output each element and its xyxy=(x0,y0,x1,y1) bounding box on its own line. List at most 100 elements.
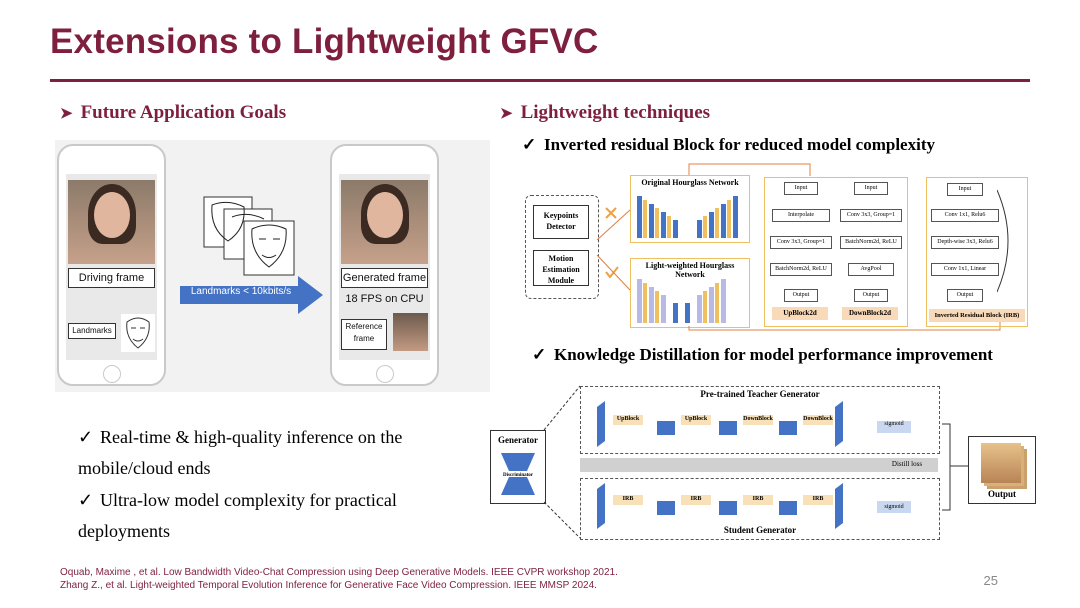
hourglass-bars-icon xyxy=(637,279,726,323)
landmark-sketches-icon xyxy=(203,196,295,276)
keypoints-detector-box: Keypoints Detector xyxy=(533,205,589,239)
irb-step: Input xyxy=(947,183,983,196)
checkmark-icon: ✓ xyxy=(522,135,537,154)
teacher-label: Pre-trained Teacher Generator xyxy=(700,389,820,399)
student-label: Student Generator xyxy=(723,525,797,535)
application-figure: Driving frame Landmarks Landmarks < 10kb… xyxy=(55,140,490,392)
transmission-arrow-icon xyxy=(180,276,323,314)
irb-box: Input Conv 1x1, Relu6 Depth-wise 3x3, Re… xyxy=(926,177,1028,327)
checkmark-icon: ✓ xyxy=(78,490,94,510)
downblock-step: AvgPool xyxy=(848,263,894,276)
subheading-kd-text: Knowledge Distillation for model perform… xyxy=(554,345,993,364)
references: Oquab, Maxime , et al. Low Bandwidth Vid… xyxy=(60,566,618,592)
irb-label: IRB xyxy=(622,496,634,502)
driving-face-image xyxy=(68,180,155,264)
page-number: 25 xyxy=(983,573,998,588)
irb-step: Conv 1x1, Linear xyxy=(931,263,999,276)
hourglass-bars-icon xyxy=(637,196,738,238)
bullet-1: ✓Real-time & high-quality inference on t… xyxy=(78,422,458,484)
student-box: IRB IRB IRB IRB sigmoid Student Generato… xyxy=(580,478,940,540)
kd-connectors xyxy=(543,385,968,539)
slide-title: Extensions to Lightweight GFVC xyxy=(50,22,599,61)
kp-group xyxy=(525,195,599,299)
generated-phone: Generated frame 18 FPS on CPU Reference … xyxy=(330,144,439,386)
landmark-face-icon xyxy=(121,314,155,352)
upblock-step: BatchNorm2d, ReLU xyxy=(770,263,832,276)
irb-step: Depth-wise 3x3, Relu6 xyxy=(931,236,999,249)
output-face-image xyxy=(981,443,1021,483)
light-hourglass-box: Light-weighted Hourglass Network xyxy=(630,258,750,328)
subheading-irb-text: Inverted residual Block for reduced mode… xyxy=(544,135,935,154)
generated-frame-label: Generated frame xyxy=(341,268,428,288)
downblock-label: DownBlock xyxy=(803,416,833,422)
sigmoid-label: sigmoid xyxy=(884,421,904,427)
student-blocks xyxy=(597,483,911,529)
upblock-step: Output xyxy=(784,289,818,302)
landmarks-label: Landmarks xyxy=(68,323,116,339)
generator-hourglass-icon xyxy=(501,453,535,495)
left-heading-text: Future Application Goals xyxy=(80,102,287,123)
downblock-label: DownBlock xyxy=(743,416,773,422)
irb-label: IRB xyxy=(752,496,764,502)
reference-2: Zhang Z., et al. Light-weighted Temporal… xyxy=(60,580,597,591)
irb-label: IRB xyxy=(690,496,702,502)
kd-diagram: Generator Discriminator Pre-trained Teac… xyxy=(488,382,1038,542)
irb-label: IRB xyxy=(812,496,824,502)
downblock-step: Input xyxy=(854,182,888,195)
home-button-icon xyxy=(103,365,121,383)
discriminator-label: Discriminator xyxy=(503,473,533,478)
distill-band: Distill loss xyxy=(580,458,938,472)
reference-frame-label: Reference frame xyxy=(341,319,387,350)
upblock-label: UpBlock xyxy=(616,416,640,422)
distill-label: Distill loss xyxy=(891,460,923,468)
irb-diagram: Keypoints Detector Motion Estimation Mod… xyxy=(520,160,1030,332)
original-hourglass-title: Original Hourglass Network xyxy=(641,178,739,187)
fps-text: 18 FPS on CPU xyxy=(345,293,424,305)
checkmark-icon: ✓ xyxy=(78,427,94,447)
downblock-step: BatchNorm2d, ReLU xyxy=(840,236,902,249)
right-heading-text: Lightweight techniques xyxy=(520,102,711,123)
upblock-label: UpBlock xyxy=(684,416,708,422)
teacher-box: Pre-trained Teacher Generator UpBlock Up… xyxy=(580,386,940,454)
irb-name: Inverted Residual Block (IRB) xyxy=(929,309,1025,322)
output-box: Output xyxy=(968,436,1036,504)
upblock-step: Input xyxy=(784,182,818,195)
arrow-bullet-icon: ➤ xyxy=(60,106,73,122)
title-divider xyxy=(50,79,1030,82)
downblock-step: Conv 3x3, Group=1 xyxy=(840,209,902,222)
bullet-1-text: Real-time & high-quality inference on th… xyxy=(78,427,403,478)
upblock-step: Interpolate xyxy=(772,209,830,222)
original-hourglass-box: Original Hourglass Network xyxy=(630,175,750,243)
generator-box: Generator Discriminator xyxy=(490,430,546,504)
bullet-2-text: Ultra-low model complexity for practical… xyxy=(78,490,397,541)
downblock-name: DownBlock2d xyxy=(842,307,898,320)
phone-screen: Generated frame 18 FPS on CPU Reference … xyxy=(339,174,430,360)
generator-label: Generator xyxy=(498,435,538,445)
downblock-step: Output xyxy=(854,289,888,302)
home-button-icon xyxy=(376,365,394,383)
up-down-block-box xyxy=(764,177,908,327)
checkmark-icon: ✓ xyxy=(532,345,547,364)
diagram-connectors xyxy=(596,163,1001,331)
subheading-irb: ✓ Inverted residual Block for reduced mod… xyxy=(522,135,935,155)
reference-face-image xyxy=(393,313,428,351)
reference-1: Oquab, Maxime , et al. Low Bandwidth Vid… xyxy=(60,567,618,578)
upblock-name: UpBlock2d xyxy=(772,307,828,320)
driving-phone: Driving frame Landmarks xyxy=(57,144,166,386)
teacher-blocks xyxy=(597,401,911,447)
arrow-bullet-icon: ➤ xyxy=(500,106,513,122)
irb-step: Conv 1x1, Relu6 xyxy=(931,209,999,222)
cross-check-icons xyxy=(605,207,619,279)
irb-step: Output xyxy=(947,289,983,302)
arrow-label: Landmarks < 10kbits/s xyxy=(190,286,292,297)
light-hourglass-title: Light-weighted Hourglass Network xyxy=(645,261,735,279)
bullet-2: ✓Ultra-low model complexity for practica… xyxy=(78,485,458,547)
subheading-kd: ✓ Knowledge Distillation for model perfor… xyxy=(532,345,993,365)
generated-face-image xyxy=(341,180,428,264)
right-heading: ➤ Lightweight techniques xyxy=(500,102,710,124)
output-label: Output xyxy=(987,489,1016,499)
left-heading: ➤ Future Application Goals xyxy=(60,102,286,124)
skip-connection-icon xyxy=(997,189,1009,293)
phone-screen: Driving frame Landmarks xyxy=(66,174,157,360)
driving-frame-label: Driving frame xyxy=(68,268,155,288)
